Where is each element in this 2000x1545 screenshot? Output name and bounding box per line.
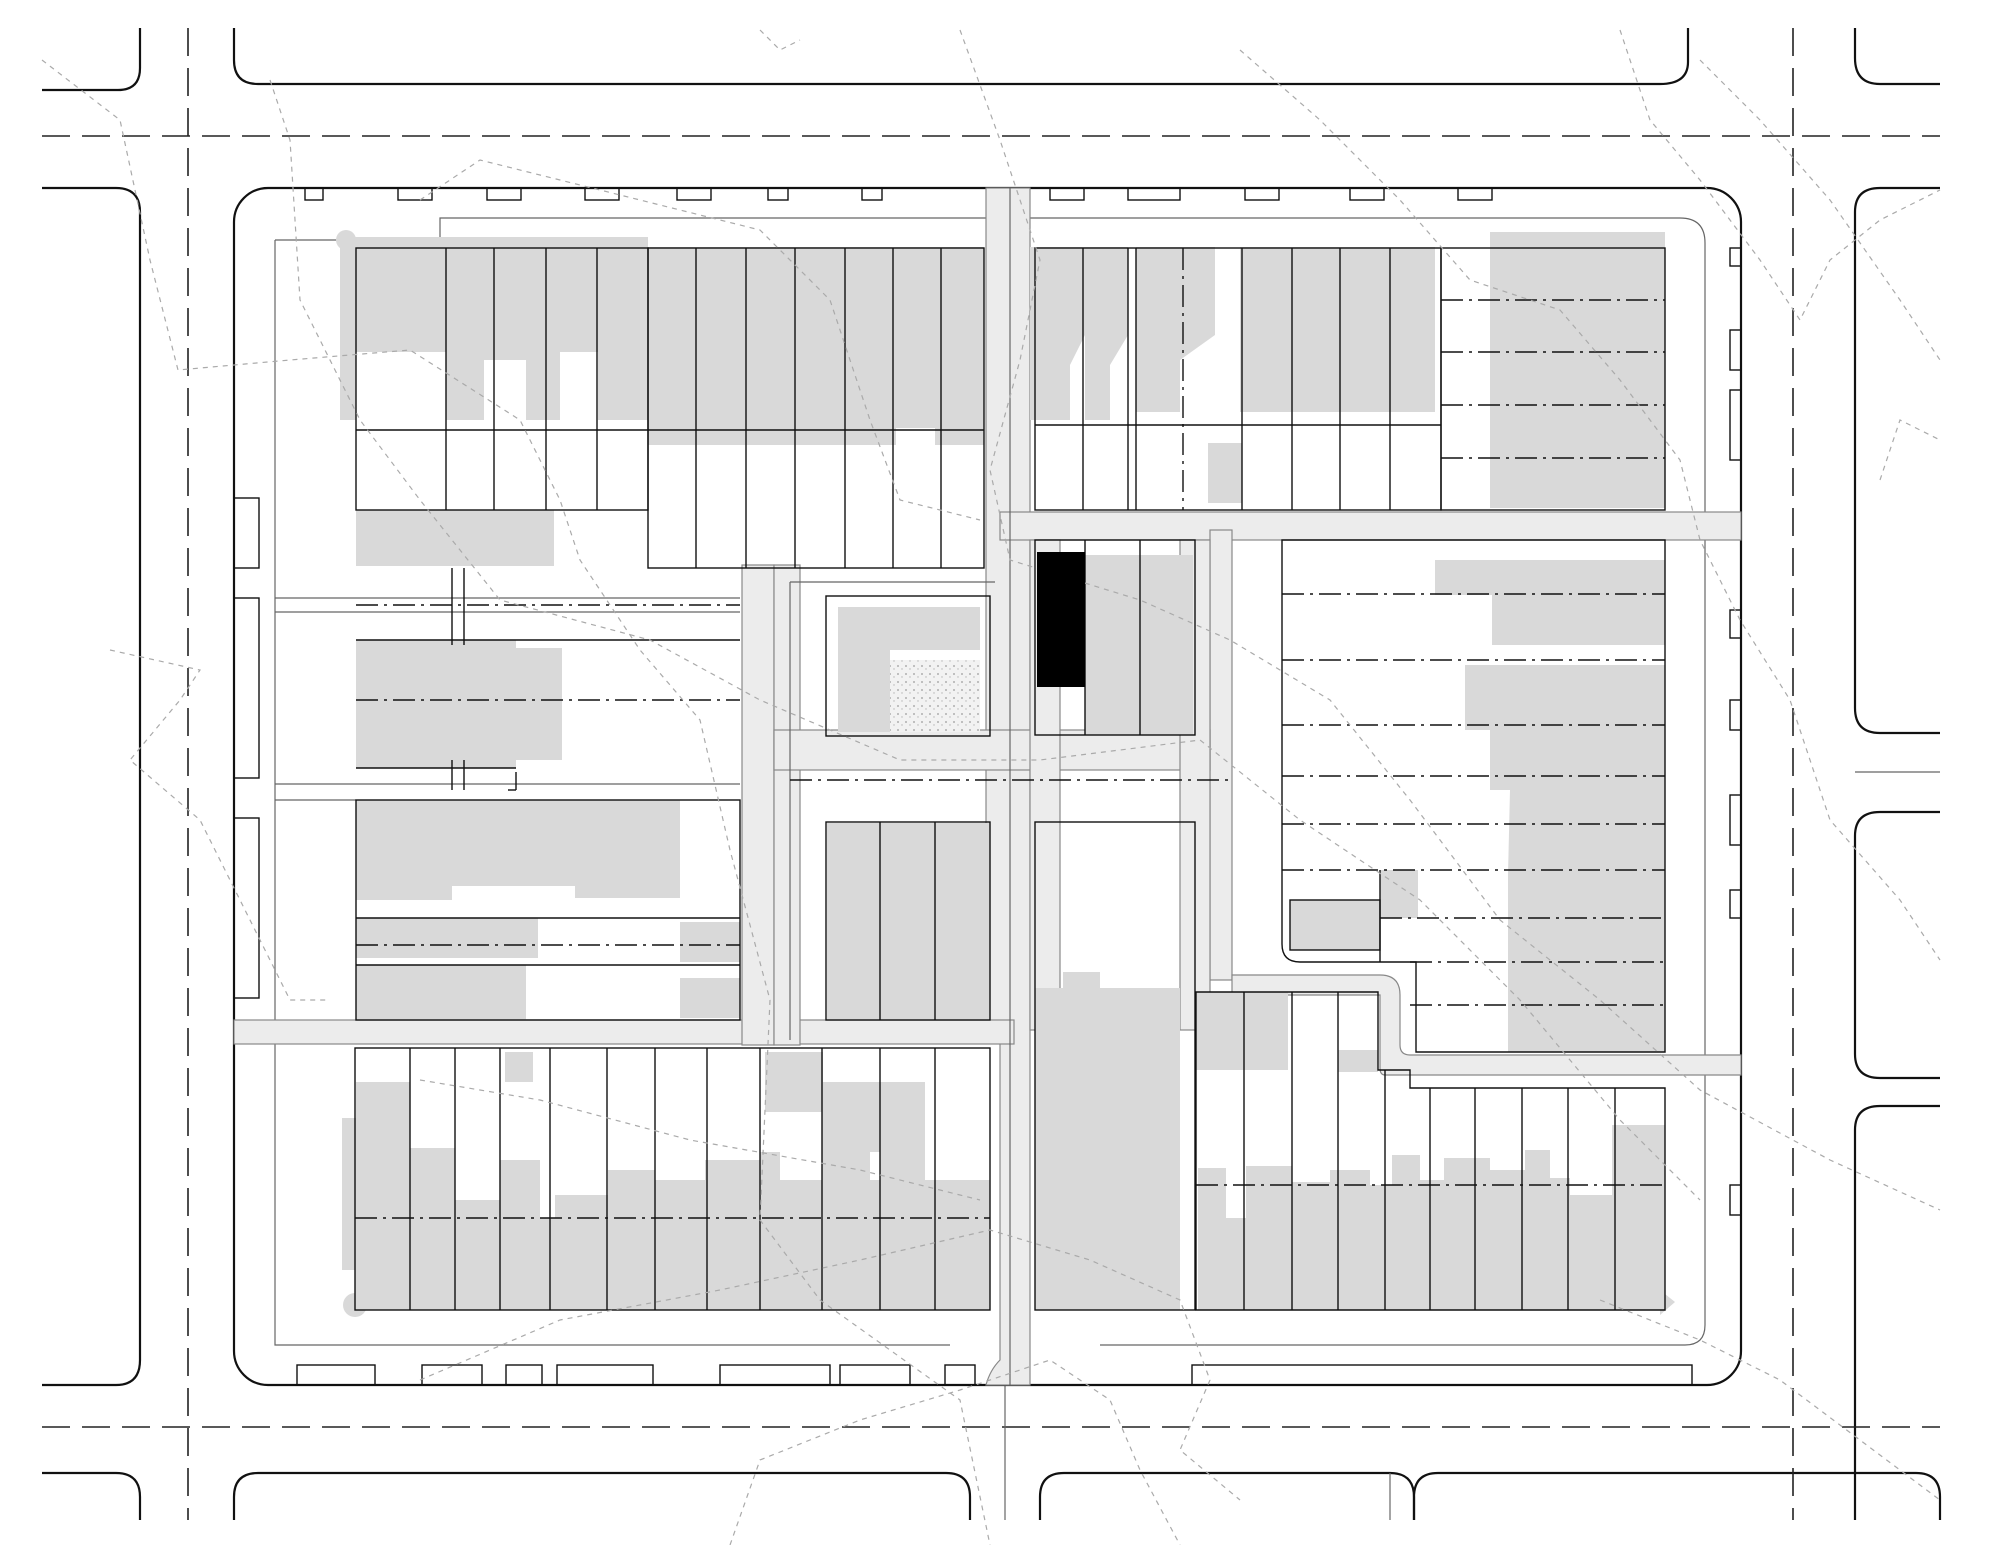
- footpaths: [233, 187, 1742, 1386]
- street-centerlines: [42, 28, 1940, 1520]
- surrounding-blocks: [42, 28, 1942, 1520]
- lot-lines: [275, 188, 1666, 1385]
- buildings: [336, 230, 1675, 1317]
- parking-stalls: [233, 187, 1742, 1386]
- contour-lines: [41, 29, 1941, 1545]
- highlighted-building: [1037, 552, 1085, 687]
- sidewalk-edge: [274, 217, 1706, 1346]
